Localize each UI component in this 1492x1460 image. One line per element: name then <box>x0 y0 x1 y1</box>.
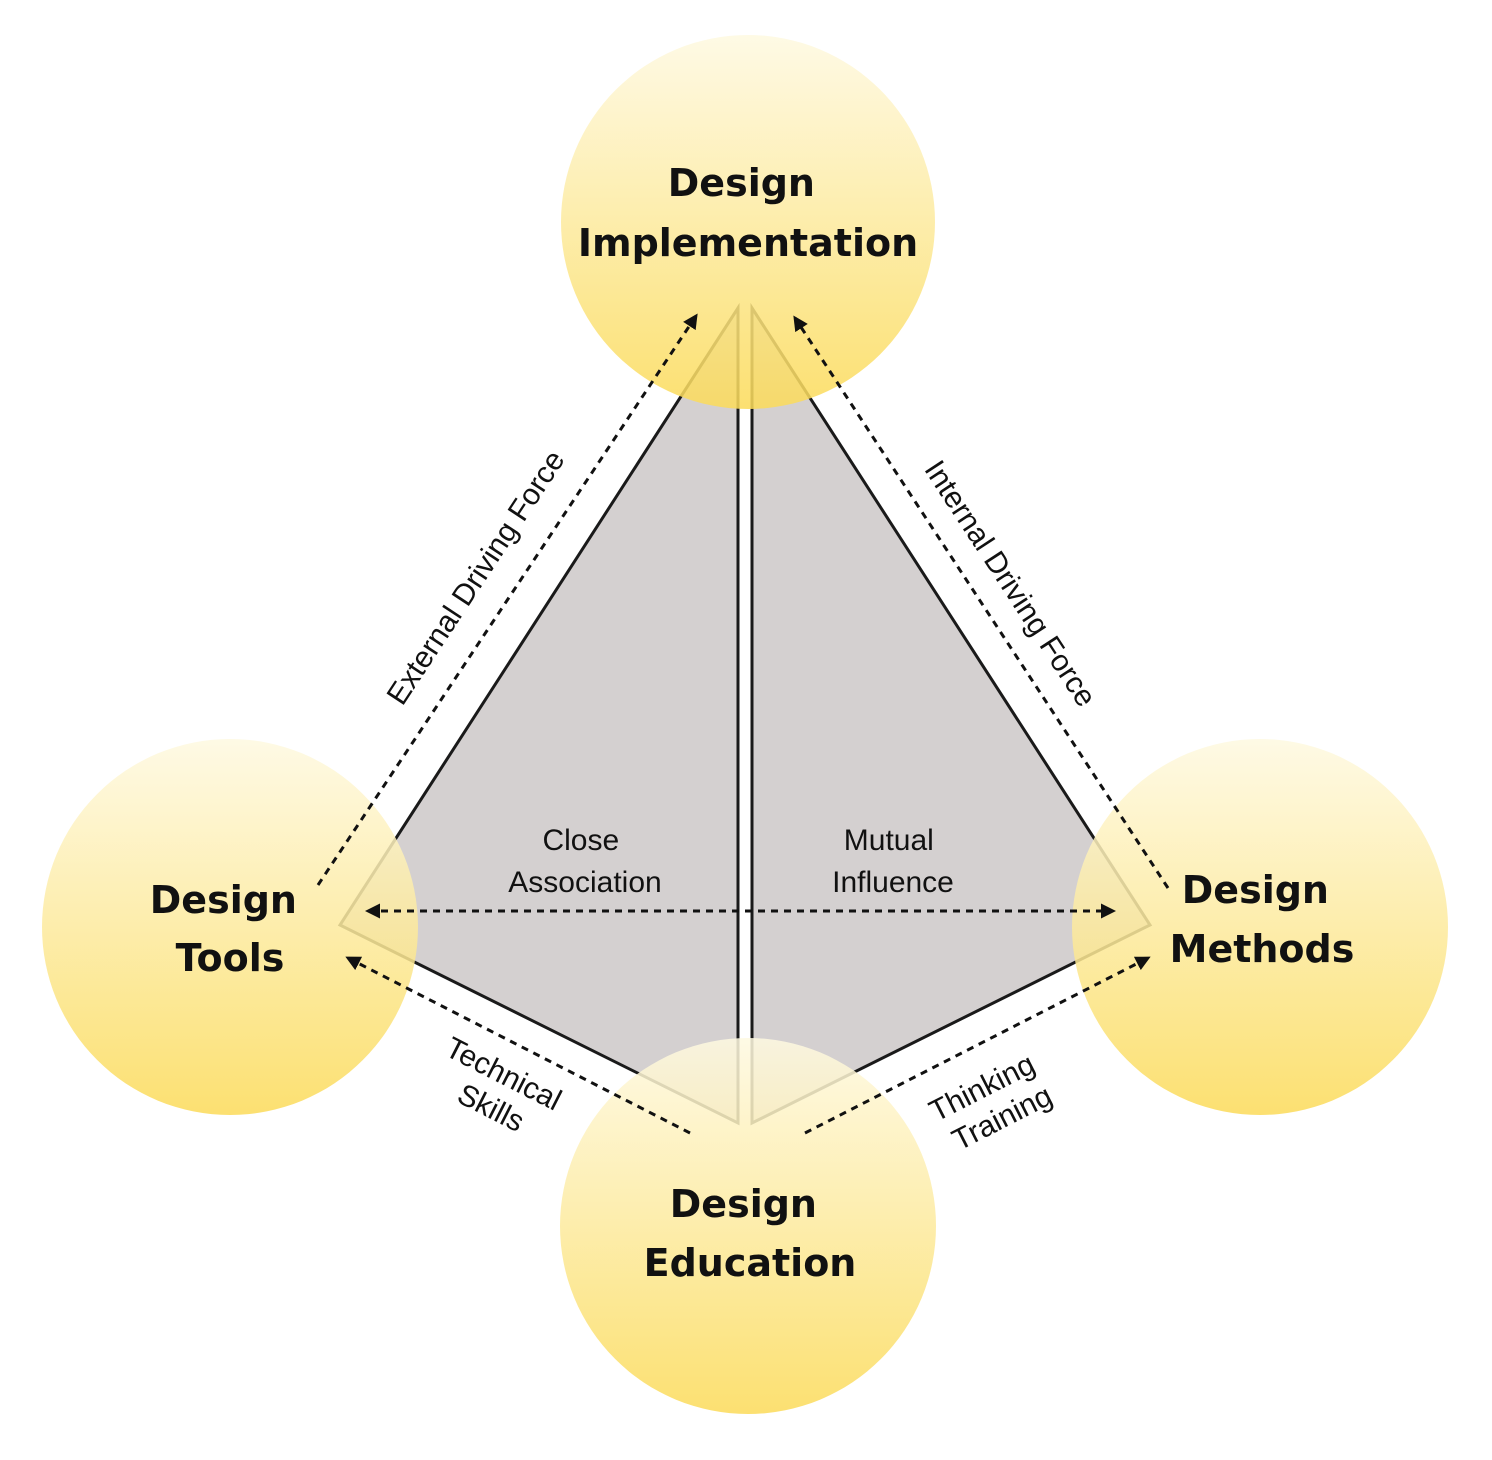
node-tools-label: Design Tools <box>150 878 310 980</box>
mutual-influence-line1: Mutual <box>844 824 934 857</box>
node-tools-line2: Tools <box>176 936 285 980</box>
node-tools-circle <box>42 739 418 1115</box>
node-implementation-line1: Design <box>668 161 815 205</box>
mutual-influence-line2: Influence <box>832 866 954 899</box>
node-implementation-line2: Implementation <box>578 221 918 265</box>
node-methods-circle <box>1072 739 1448 1115</box>
right-facet <box>750 302 1153 1126</box>
node-methods-line1: Design <box>1182 868 1329 912</box>
internal-driving-force-arrow <box>793 315 1170 889</box>
external-driving-force-arrow <box>316 313 698 886</box>
left-facet <box>337 302 740 1126</box>
close-association-line2: Association <box>508 866 661 899</box>
node-education-label: Design Education <box>644 1182 857 1285</box>
node-tools-line1: Design <box>150 878 297 922</box>
node-implementation-label: Design Implementation <box>578 161 918 265</box>
node-methods-label: Design Methods <box>1170 868 1355 971</box>
node-methods-line2: Methods <box>1170 927 1355 971</box>
node-education-line2: Education <box>644 1241 857 1285</box>
close-association-label: Close Association <box>508 824 661 899</box>
technical-skills-label: Technical Skills <box>424 1031 574 1153</box>
node-education-circle <box>560 1038 936 1414</box>
node-education-line1: Design <box>670 1182 817 1226</box>
close-association-line1: Close <box>542 824 619 857</box>
node-implementation-circle <box>561 35 935 409</box>
mutual-influence-label: Mutual Influence <box>832 824 954 899</box>
